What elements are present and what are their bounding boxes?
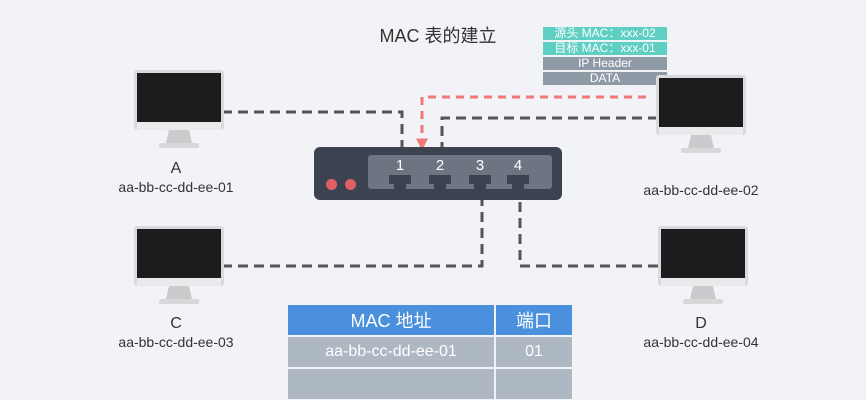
- network-switch: 1 2 3 4: [314, 147, 562, 200]
- host-d-mac: aa-bb-cc-dd-ee-04: [643, 334, 759, 350]
- wire-d-port4: [518, 198, 658, 268]
- switch-port-panel: 1 2 3 4: [368, 155, 552, 189]
- host-d-label: D: [695, 315, 707, 332]
- packet-src-mac: 源头 MAC：xxx-02: [543, 27, 667, 40]
- ethernet-port-3-icon: [469, 175, 491, 189]
- computer-a-icon: [134, 70, 224, 152]
- switch-led-2: [345, 179, 356, 190]
- table-cell-port: [496, 369, 572, 399]
- packet-path-arrow: [416, 95, 646, 151]
- host-c-label: C: [170, 315, 182, 332]
- port-2-number: 2: [435, 157, 445, 174]
- wire-b-port2: [440, 116, 658, 157]
- wire-a-port1: [222, 110, 404, 157]
- port-3-number: 3: [475, 157, 485, 174]
- header-port: 端口: [496, 305, 572, 335]
- table-header-row: MAC 地址 端口: [288, 305, 572, 335]
- header-mac-address: MAC 地址: [288, 305, 494, 335]
- packet-ip-header: IP Header: [543, 57, 667, 70]
- packet-data: DATA: [543, 72, 667, 85]
- table-cell-mac: aa-bb-cc-dd-ee-01: [288, 337, 494, 367]
- table-row: [288, 369, 572, 399]
- wire-c-port3: [222, 198, 484, 268]
- mac-address-table: MAC 地址 端口 aa-bb-cc-dd-ee-01 01: [286, 303, 574, 400]
- table-row: aa-bb-cc-dd-ee-01 01: [288, 337, 572, 367]
- ethernet-port-1-icon: [389, 175, 411, 189]
- host-a-mac: aa-bb-cc-dd-ee-01: [118, 179, 234, 195]
- computer-b-icon: [656, 75, 746, 157]
- table-cell-mac: [288, 369, 494, 399]
- host-a-label: A: [170, 160, 182, 177]
- host-c-mac: aa-bb-cc-dd-ee-03: [118, 334, 234, 350]
- port-4-number: 4: [513, 157, 523, 174]
- diagram-title: MAC 表的建立: [379, 26, 497, 46]
- ethernet-port-2-icon: [429, 175, 451, 189]
- ethernet-port-4-icon: [507, 175, 529, 189]
- host-b-mac: aa-bb-cc-dd-ee-02: [643, 182, 759, 198]
- switch-led-1: [326, 179, 337, 190]
- packet-dst-mac: 目标 MAC：xxx-01: [543, 42, 667, 55]
- table-cell-port: 01: [496, 337, 572, 367]
- computer-c-icon: [134, 226, 224, 308]
- port-1-number: 1: [395, 157, 405, 174]
- computer-d-icon: [658, 226, 748, 308]
